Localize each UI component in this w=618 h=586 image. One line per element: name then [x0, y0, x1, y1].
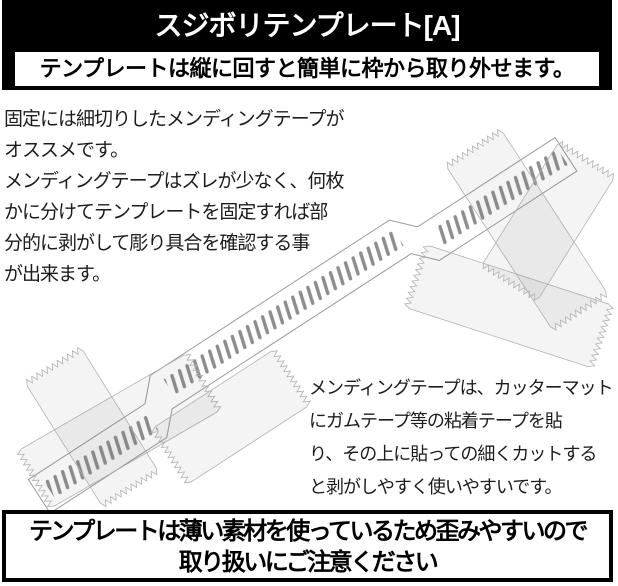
subheader-box: テンプレートは縦に回すと簡単に枠から取り外せます。: [15, 52, 599, 86]
footer-warning-box: テンプレートは薄い素材を使っているため歪みやすいので 取り扱いにご注意ください: [2, 510, 613, 582]
template-illustration: [15, 127, 617, 512]
footer-warning-text: テンプレートは薄い素材を使っているため歪みやすいので 取り扱いにご注意ください: [28, 518, 589, 576]
subheader-text: テンプレートは縦に回すと簡単に枠から取り外せます。: [39, 56, 575, 81]
page-title: スジボリテンプレート[A]: [154, 10, 460, 41]
header-block: スジボリテンプレート[A] テンプレートは縦に回すと簡単に枠から取り外せます。: [2, 0, 612, 90]
right-instructions: メンディングテープは、カッターマット にガムテープ等の粘着テープを貼 り、その上…: [309, 378, 614, 497]
left-instructions: 固定には細切りしたメンディングテープが オススメです。 メンディングテープはズレ…: [4, 109, 345, 285]
slot-band-middle: [161, 227, 406, 399]
